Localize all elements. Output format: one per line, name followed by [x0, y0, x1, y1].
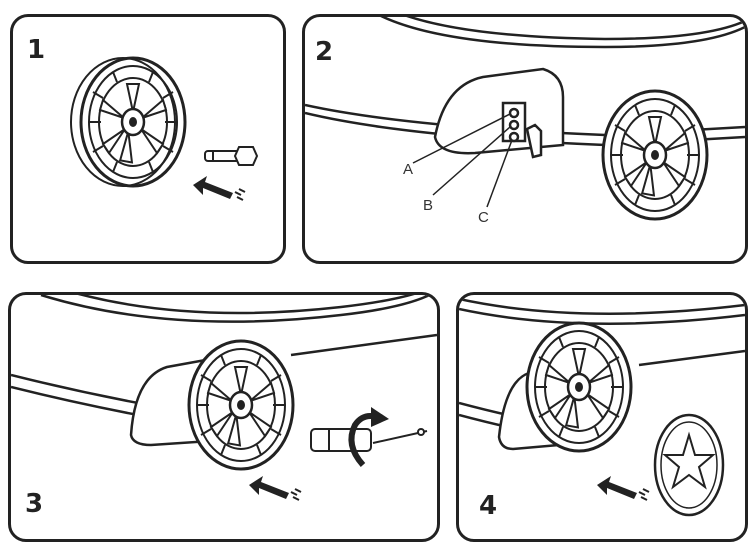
axle-bolt-icon — [310, 428, 428, 452]
wheel-icon — [601, 89, 709, 221]
wheel-icon — [187, 339, 295, 471]
step-1-illustration — [70, 56, 259, 201]
insert-arrow-icon — [192, 175, 246, 201]
axle-bolt-icon — [204, 146, 259, 166]
rotate-arrow-icon — [348, 407, 389, 468]
step-2-illustration: A B C — [305, 17, 745, 226]
step-1-panel: 1 — [10, 14, 286, 264]
insert-arrow-icon — [596, 475, 650, 501]
step-2-panel: A B C 2 — [302, 14, 748, 264]
step-3-panel: 3 — [8, 292, 440, 542]
insert-arrow-icon — [248, 475, 302, 501]
hole-leaders — [412, 113, 513, 208]
hole-label-c: C — [478, 209, 489, 226]
step-number: 1 — [27, 35, 46, 65]
step-number: 4 — [479, 491, 498, 521]
wheel-icon — [525, 321, 633, 453]
step-3-illustration — [11, 295, 437, 501]
step-4-illustration — [459, 297, 745, 517]
hole-label-b: B — [423, 197, 433, 214]
wheel-icon — [70, 56, 187, 188]
step-number: 2 — [315, 37, 334, 67]
axle-bracket — [433, 67, 565, 159]
step-4-panel: 4 — [456, 292, 748, 542]
step-number: 3 — [25, 489, 44, 519]
hubcap-icon — [653, 413, 725, 517]
hole-label-a: A — [403, 161, 413, 178]
